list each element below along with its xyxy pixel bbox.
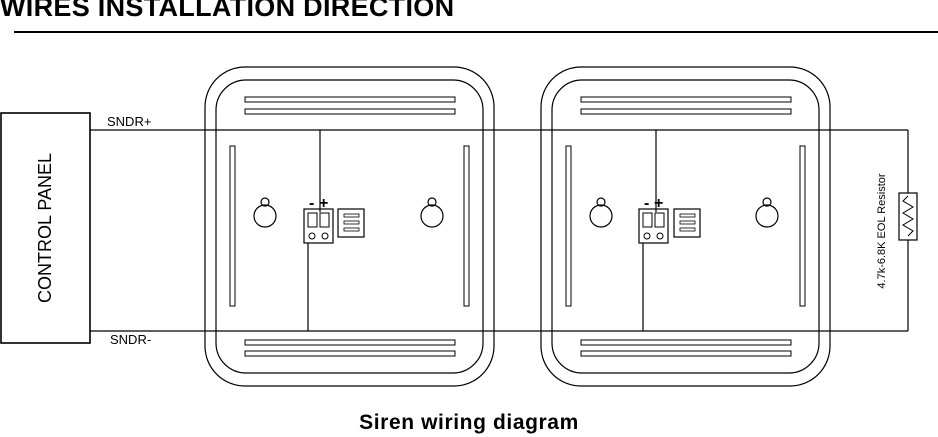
diagram-caption: Siren wiring diagram <box>359 411 579 434</box>
siren-unit-1: - + <box>204 66 495 387</box>
keyhole-icon <box>420 197 444 228</box>
control-panel-label: CONTROL PANEL <box>35 153 55 303</box>
control-panel-box <box>0 112 91 344</box>
wiring <box>90 129 909 332</box>
siren-unit-2: - + <box>540 66 831 387</box>
heading-underline <box>14 31 938 33</box>
eol-resistor <box>898 192 918 241</box>
terminal-plus-label: + <box>654 195 663 212</box>
keyhole-icon <box>755 197 779 228</box>
connector-block <box>673 208 701 238</box>
terminal-block <box>303 208 334 244</box>
keyhole-icon <box>589 197 613 228</box>
resistor-label: 4.7k-6.8K EOL Resistor <box>876 173 888 288</box>
terminal-minus-label: - <box>309 195 314 212</box>
sndr-negative-label: SNDR- <box>110 332 151 347</box>
connector-block <box>337 208 365 238</box>
keyhole-icon <box>253 197 277 228</box>
diagram-heading: WIRES INSTALLATION DIRECTION <box>0 0 455 22</box>
terminal-minus-label: - <box>644 195 649 212</box>
sndr-positive-label: SNDR+ <box>107 114 151 129</box>
terminal-plus-label: + <box>319 195 328 212</box>
terminal-block <box>638 208 669 244</box>
